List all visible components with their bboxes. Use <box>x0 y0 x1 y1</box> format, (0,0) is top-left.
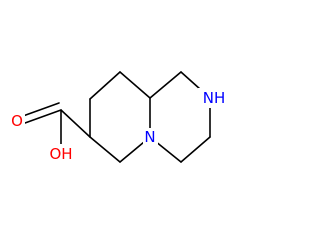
atom-amine-nitrogen: NH <box>198 88 228 108</box>
atom-label-oh: OH <box>49 145 72 163</box>
bond <box>89 136 121 163</box>
atom-label-nh: NH <box>203 89 226 107</box>
bond <box>180 136 211 163</box>
atom-label-layer: NH N O OH <box>9 88 228 164</box>
bond <box>149 71 182 99</box>
atom-label-o: O <box>11 112 23 130</box>
bond <box>89 71 121 100</box>
atom-hydroxyl-oxygen: OH <box>46 144 76 164</box>
double-bond <box>22 102 60 117</box>
bond <box>119 71 151 99</box>
bond <box>60 109 91 138</box>
molecule-structure: NH N O OH <box>9 71 228 164</box>
atom-label-n: N <box>144 128 155 146</box>
atom-bridgehead-nitrogen: N <box>143 128 158 147</box>
atom-carbonyl-oxygen: O <box>9 111 25 130</box>
double-bond <box>24 109 62 124</box>
